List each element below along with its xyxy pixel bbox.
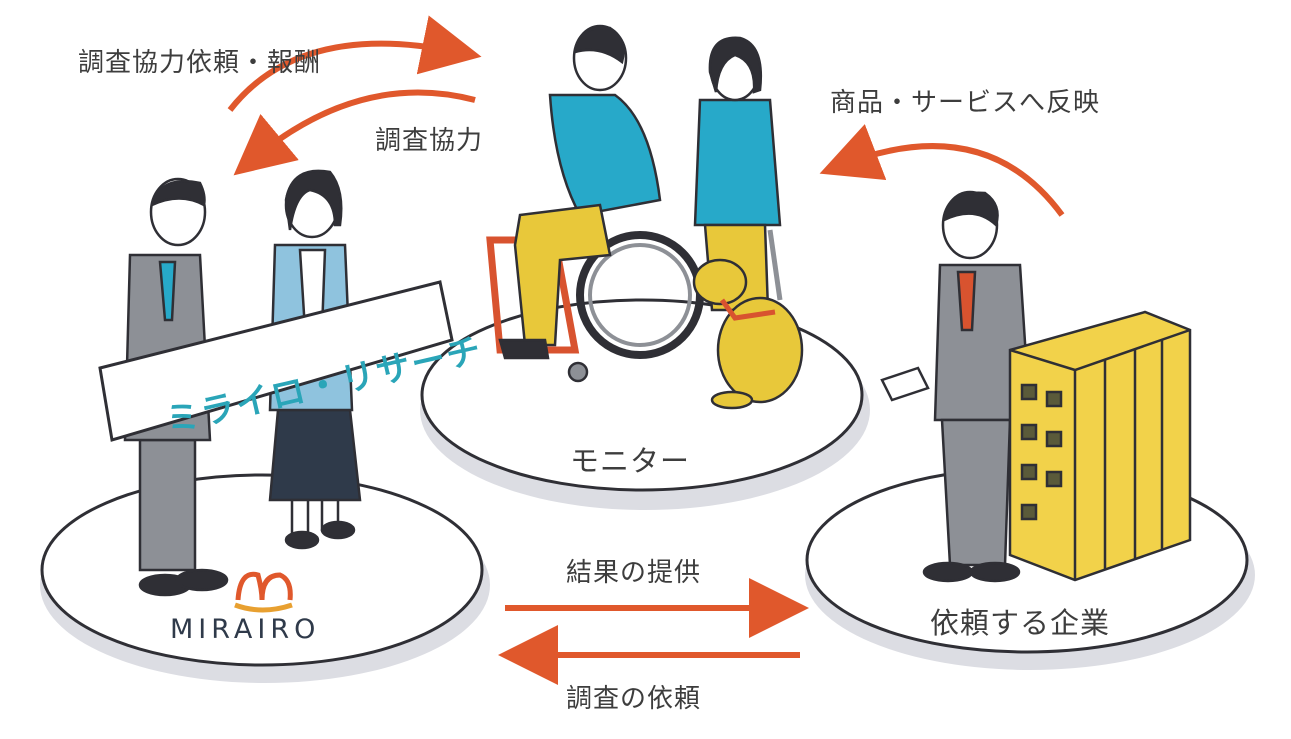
flow-label-cooperation: 調査協力 <box>375 126 484 156</box>
mirairo-logo-mark <box>234 571 293 613</box>
arrow-cooperation <box>233 89 476 176</box>
flow-label-request-reward: 調査協力依頼・報酬 <box>78 48 322 78</box>
building-icon <box>1008 310 1192 582</box>
mirairo-research-banner <box>98 280 454 442</box>
arrow-request-reward <box>227 15 482 112</box>
arrow-reflect <box>819 124 1065 217</box>
guide-dog-figure <box>692 258 804 410</box>
mirairo-logo-text: MIRAIRO <box>170 614 321 645</box>
node-label-monitor: モニター <box>570 444 691 478</box>
wheelchair-user-figure <box>486 24 704 383</box>
flow-label-provide-results: 結果の提供 <box>566 558 702 588</box>
client-businessman-figure <box>880 190 1032 583</box>
flow-label-survey-request: 調査の依頼 <box>566 684 702 714</box>
flow-label-reflect: 商品・サービスへ反映 <box>830 88 1101 118</box>
node-label-client: 依頼する企業 <box>930 606 1111 640</box>
